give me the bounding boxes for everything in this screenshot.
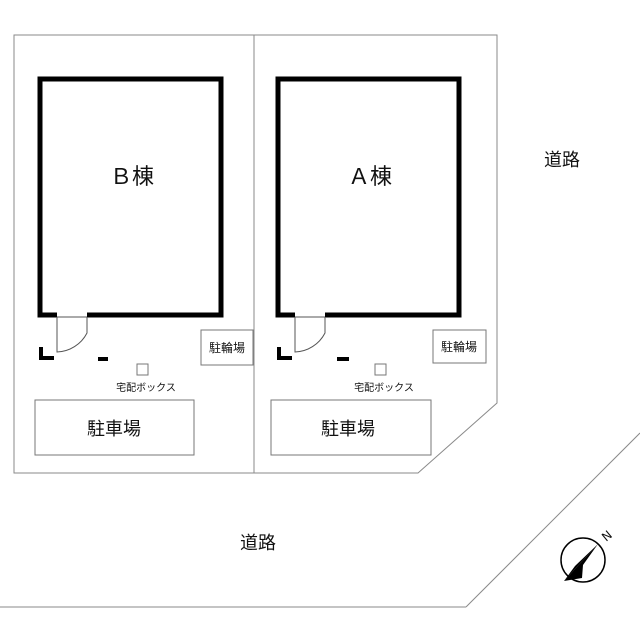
delivery-box-a-label: 宅配ボックス — [354, 381, 414, 394]
building-b-label: Ｂ棟 — [110, 165, 154, 190]
building-b-door — [56, 316, 88, 353]
parking-b-label: 駐車場 — [87, 419, 141, 440]
building-a-door-gap — [295, 312, 325, 319]
building-b-outline — [37, 76, 224, 318]
compass-north-label: N — [599, 528, 615, 544]
compass-arrow-shade — [564, 544, 598, 581]
building-b-post — [98, 357, 108, 361]
bicycle-parking-b-label: 駐輪場 — [209, 340, 245, 355]
road-label-south: 道路 — [240, 533, 276, 554]
building-b: Ｂ棟 — [37, 76, 224, 361]
parking-b — [34, 399, 195, 456]
building-a-door — [294, 316, 326, 353]
building-a-post — [337, 357, 349, 361]
building-a-outline — [275, 76, 462, 318]
delivery-box-a — [374, 363, 387, 376]
site-boundary — [13, 34, 498, 474]
delivery-box-b-label: 宅配ボックス — [116, 381, 176, 394]
building-b-door-gap — [57, 312, 87, 319]
delivery-box-b — [136, 363, 149, 376]
parking-a-label: 駐車場 — [321, 419, 375, 440]
building-b-corner-mark — [39, 347, 54, 360]
compass: N — [560, 528, 615, 583]
building-a: Ａ棟 — [275, 76, 462, 361]
building-a-label: Ａ棟 — [348, 165, 392, 190]
parking-a — [270, 399, 432, 456]
bicycle-parking-b — [200, 329, 254, 366]
building-a-corner-mark — [277, 347, 292, 360]
road-edge-diagonal — [465, 432, 640, 608]
bicycle-parking-a-label: 駐輪場 — [441, 339, 477, 354]
road-label-east: 道路 — [544, 150, 580, 171]
bicycle-parking-a — [432, 329, 487, 364]
